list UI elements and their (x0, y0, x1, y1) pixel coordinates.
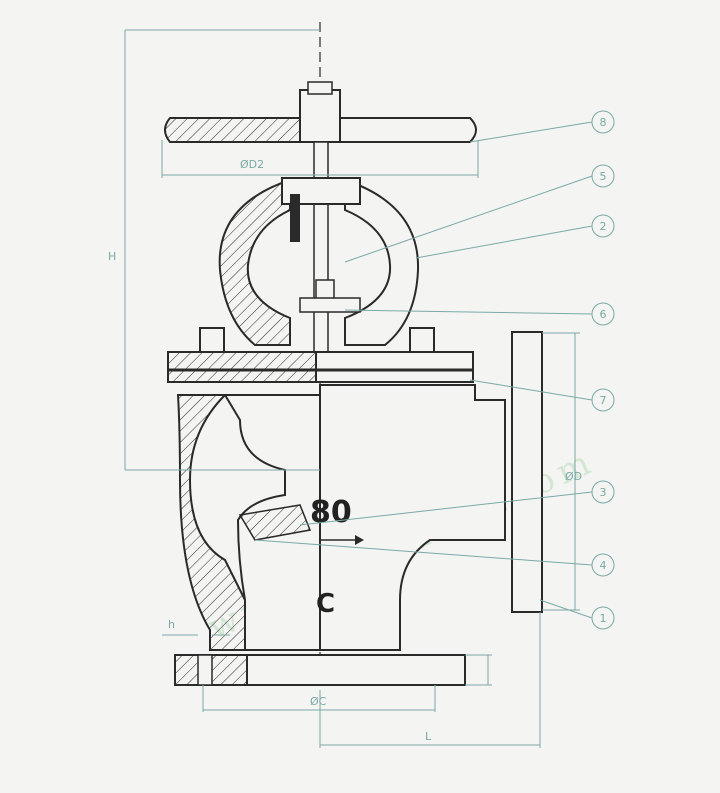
svg-text:6: 6 (600, 308, 607, 321)
svg-text:7: 7 (600, 394, 607, 407)
svg-text:4: 4 (600, 559, 607, 572)
callout-6: 6 (591, 302, 615, 326)
dimension-lines (124, 29, 580, 748)
callout-3: 3 (591, 480, 615, 504)
yoke-bonnet (218, 177, 420, 346)
dim-bolt-hole: h (168, 618, 175, 631)
svg-text:1: 1 (600, 612, 607, 625)
bonnet-flange (167, 327, 474, 383)
callout-4: 4 (591, 553, 615, 577)
callout-8: 8 (591, 110, 615, 134)
dim-length: L (425, 730, 432, 743)
callout-5: 5 (591, 164, 615, 188)
body-marking-class: C (316, 589, 335, 619)
callout-leaders (254, 121, 593, 619)
svg-text:8: 8 (600, 116, 607, 129)
outlet-flange (511, 331, 543, 613)
svg-text:5: 5 (600, 170, 607, 183)
callout-7: 7 (591, 388, 615, 412)
body-marking-size: 80 (310, 495, 352, 530)
callout-2: 2 (591, 214, 615, 238)
valve-body (176, 384, 506, 651)
dim-handwheel-diameter: ØD2 (240, 158, 264, 171)
inlet-flange (174, 654, 466, 686)
dim-flange-diameter: ØD (565, 470, 582, 483)
svg-text:2: 2 (600, 220, 607, 233)
svg-text:3: 3 (600, 486, 607, 499)
valve-stem (313, 141, 329, 353)
handwheel (164, 81, 477, 143)
dim-height: H (108, 250, 116, 263)
dim-bolt-circle: ØC (310, 695, 327, 708)
callout-1: 1 (591, 606, 615, 630)
